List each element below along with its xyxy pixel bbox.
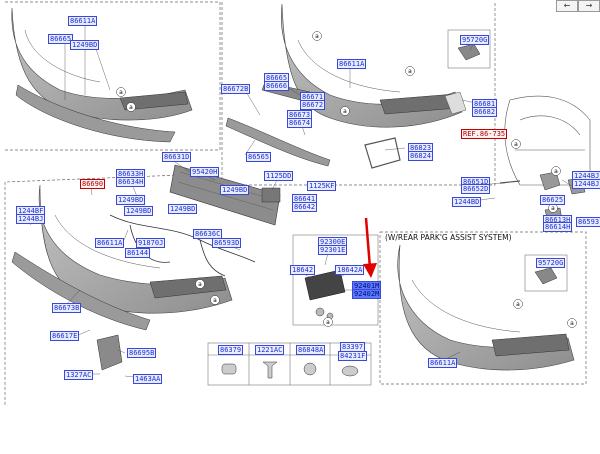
- callout-letter: a: [516, 301, 520, 308]
- callout-letter: a: [408, 68, 412, 75]
- part-label-86593[interactable]: 86593: [576, 217, 600, 227]
- part-label-86617e[interactable]: 86617E: [50, 331, 80, 341]
- bumper-top-middle: [225, 3, 467, 169]
- part-label-1249bd[interactable]: 1249BD: [168, 204, 198, 214]
- part-label-86611a[interactable]: 86611A: [428, 358, 458, 368]
- callout-circle: [511, 139, 521, 149]
- part-label-1327ac[interactable]: 1327AC: [64, 370, 94, 380]
- part-label-86611a[interactable]: 86611A: [337, 59, 367, 69]
- sensor-box-top: [447, 29, 491, 69]
- part-label-86144[interactable]: 86144: [125, 248, 151, 258]
- callout-letter: a: [129, 104, 133, 111]
- part-label-86682[interactable]: 86682: [472, 107, 498, 117]
- hardware-icons: [221, 361, 359, 379]
- hardware-label-86379[interactable]: 86379: [218, 345, 244, 355]
- clip-icon: [221, 363, 237, 375]
- sensor-bracket-kit: [292, 234, 379, 326]
- part-label-86611a[interactable]: 86611A: [95, 238, 125, 248]
- part-label-86652d[interactable]: 86652D: [461, 184, 491, 194]
- prev-page-button[interactable]: ←: [556, 0, 578, 12]
- part-label-86565[interactable]: 86565: [246, 152, 272, 162]
- bumper-bottom-left: [11, 184, 233, 371]
- part-label-18642[interactable]: 18642: [290, 265, 316, 275]
- callout-letter: a: [315, 33, 319, 40]
- part-label-1244bd[interactable]: 1244BD: [452, 197, 482, 207]
- part-label-86634h[interactable]: 86634H: [116, 177, 146, 187]
- part-label-86636c[interactable]: 86636C: [193, 229, 223, 239]
- callout-letter: a: [570, 320, 574, 327]
- callout-circle: [195, 279, 205, 289]
- callout-letter: a: [343, 108, 347, 115]
- callout-letter: a: [551, 205, 555, 212]
- hardware-label-84231f[interactable]: 84231F: [338, 351, 368, 361]
- part-label-92402m[interactable]: 92402M: [352, 289, 382, 299]
- ref-label-86-735[interactable]: REF.86-735: [461, 129, 508, 139]
- part-label-86672[interactable]: 86672: [300, 100, 326, 110]
- part-label-1249bd[interactable]: 1249BD: [124, 206, 154, 216]
- part-label-95720g[interactable]: 95720G: [536, 258, 566, 268]
- hardware-label-1221ac[interactable]: 1221AC: [255, 345, 285, 355]
- part-label-1125dd[interactable]: 1125DD: [264, 171, 294, 181]
- part-label-86611a[interactable]: 86611A: [68, 16, 98, 26]
- callout-circle: [513, 299, 523, 309]
- plug-icon: [341, 365, 359, 377]
- callout-circle: [551, 166, 561, 176]
- part-label-86824[interactable]: 86824: [408, 151, 434, 161]
- fastener-icon: [303, 362, 317, 376]
- callout-circle: [312, 31, 322, 41]
- part-label-1249bd[interactable]: 1249BD: [70, 40, 100, 50]
- insert-title: (W/REAR PARK'G ASSIST SYSTEM): [385, 233, 512, 242]
- callout-letter: a: [198, 281, 202, 288]
- bumper-insert: [397, 244, 575, 371]
- frame-top-left: [5, 1, 221, 151]
- bumper-top-left: [11, 7, 193, 143]
- hardware-label-86848a[interactable]: 86848A: [296, 345, 326, 355]
- callout-circle: [126, 102, 136, 112]
- callout-letters: a a a a a a a a a a a a a: [119, 33, 574, 327]
- part-label-86642[interactable]: 86642: [292, 202, 318, 212]
- part-label-95720g[interactable]: 95720G: [460, 35, 490, 45]
- part-label-86631d[interactable]: 86631D: [162, 152, 192, 162]
- callout-circle: [340, 106, 350, 116]
- part-label-86666[interactable]: 86666: [264, 81, 290, 91]
- part-label-91870j[interactable]: 91870J: [136, 238, 166, 248]
- part-label-86690[interactable]: 86690: [80, 179, 106, 189]
- harness-connector: [261, 187, 281, 203]
- part-label-1125kf[interactable]: 1125KF: [307, 181, 337, 191]
- part-label-1463aa[interactable]: 1463AA: [133, 374, 163, 384]
- screw-icon: [262, 361, 278, 379]
- callout-circles: [116, 31, 577, 328]
- part-label-86593d[interactable]: 86593D: [212, 238, 242, 248]
- part-label-86695b[interactable]: 86695B: [127, 348, 157, 358]
- part-label-86614h[interactable]: 86614H: [543, 222, 573, 232]
- callout-letter: a: [514, 141, 518, 148]
- part-label-86672b[interactable]: 86672B: [221, 84, 251, 94]
- callout-circle: [116, 87, 126, 97]
- frame-insert: [379, 231, 587, 385]
- part-label-18642a[interactable]: 18642A: [335, 265, 365, 275]
- part-label-86674[interactable]: 86674: [287, 118, 313, 128]
- red-arrow-indicator: [363, 217, 377, 278]
- part-label-1249bd[interactable]: 1249BD: [220, 185, 250, 195]
- callout-circle: [323, 317, 333, 327]
- part-label-1244bj[interactable]: 1244BJ: [16, 214, 46, 224]
- part-label-1249bd[interactable]: 1249BD: [116, 195, 146, 205]
- part-label-86665[interactable]: 86665: [48, 34, 74, 44]
- part-label-86673b[interactable]: 86673B: [52, 303, 82, 313]
- callout-circle: [405, 66, 415, 76]
- callout-circle: [567, 318, 577, 328]
- callout-letter: a: [119, 89, 123, 96]
- callout-circle: [210, 295, 220, 305]
- callout-letter: a: [554, 168, 558, 175]
- part-label-92301e[interactable]: 92301E: [318, 245, 348, 255]
- part-label-95420h[interactable]: 95420H: [190, 167, 220, 177]
- part-label-86625[interactable]: 86625: [540, 195, 566, 205]
- frame-bottom-left: [4, 174, 181, 405]
- next-page-button[interactable]: →: [578, 0, 600, 12]
- callout-letter: a: [326, 319, 330, 326]
- part-label-1244bj[interactable]: 1244BJ: [572, 179, 600, 189]
- callout-letter: a: [213, 297, 217, 304]
